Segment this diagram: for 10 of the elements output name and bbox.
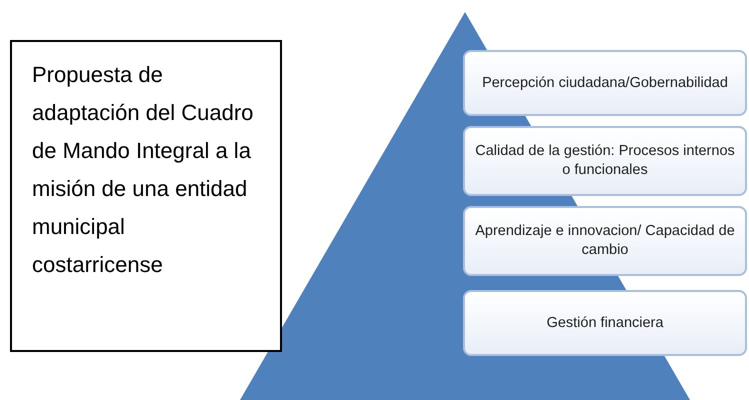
level-label: Gestión financiera bbox=[546, 314, 664, 332]
level-panel bbox=[463, 126, 747, 196]
level-panel bbox=[463, 206, 747, 276]
level-label: Percepción ciudadana/Gobernabilidad bbox=[481, 74, 729, 92]
level-panel bbox=[463, 290, 747, 356]
level-label: Calidad de la gestión: Procesos internos o funcionales bbox=[474, 142, 736, 180]
level-panel bbox=[463, 50, 747, 116]
description-text: Propuesta de adaptación del Cuadro de Mando Integral a la misión de una entidad municipal costarricense bbox=[32, 61, 254, 279]
text-frame bbox=[10, 40, 282, 352]
level-label: Aprendizaje e innovacion/ Capacidad de cambio bbox=[474, 222, 736, 260]
